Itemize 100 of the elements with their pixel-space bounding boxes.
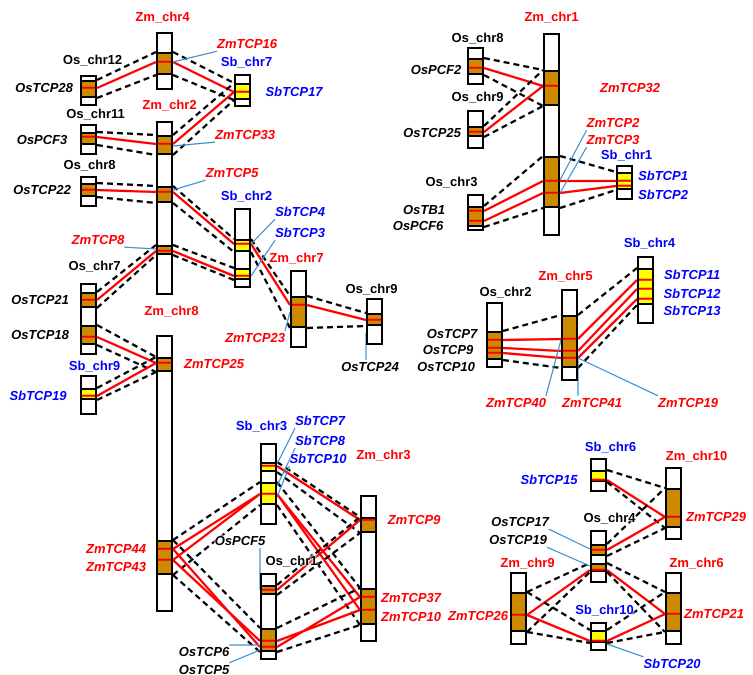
synteny-line (96, 370, 156, 402)
gene-label: OsTCP28 (15, 80, 73, 96)
synteny-line (606, 562, 666, 594)
leader-line (229, 644, 260, 646)
synteny-line (606, 571, 666, 633)
synteny-line (276, 596, 361, 648)
synteny-line (606, 487, 666, 545)
chromosome-label: Zm_chr1 (524, 9, 579, 24)
chromosome-label: Os_chr9 (345, 281, 398, 296)
gene-label: SbTCP7 (295, 414, 345, 428)
gene-label: ZmTCP3 (586, 132, 640, 148)
leader-line (229, 649, 260, 664)
chromosome-label: Zm_chr2 (142, 97, 197, 112)
synteny-line (172, 244, 234, 270)
leader-line (559, 146, 588, 194)
synteny-line (172, 74, 234, 102)
gene-label: ZmTCP26 (448, 608, 508, 624)
leader-line (284, 312, 291, 331)
synteny-line (172, 202, 235, 253)
synteny-line (172, 493, 261, 561)
synteny-line (96, 356, 157, 390)
synteny-line (606, 526, 666, 558)
chromosome-label: Os_chr8 (451, 30, 504, 45)
leader-line (276, 466, 290, 498)
synteny-line (483, 85, 544, 133)
chromosome-label: Os_chr3 (425, 174, 478, 189)
gene-label: SbTCP13 (663, 304, 721, 318)
gene-label: OsTCP10 (417, 360, 475, 374)
gene-label: OsPCF2 (410, 62, 462, 78)
gene-label: ZmTCP8 (72, 232, 124, 248)
gene-label: SbTCP17 (265, 84, 323, 100)
synteny-line (96, 344, 156, 374)
synteny-line (484, 192, 544, 222)
leader-line (250, 218, 276, 244)
leader-line (172, 180, 206, 191)
gene-label: ZmTCP41 (562, 396, 622, 410)
synteny-line (276, 504, 361, 626)
chromosome-label: Zm_chr6 (669, 555, 724, 570)
synteny-line (172, 254, 234, 282)
gene-label: SbTCP8 (295, 434, 345, 448)
gene-label: ZmTCP23 (225, 330, 285, 346)
gene-label: SbTCP11 (664, 268, 720, 282)
synteny-line (96, 74, 156, 100)
synteny-line (172, 91, 235, 145)
synteny-line (606, 479, 666, 518)
synteny-line (172, 574, 261, 653)
gene-label: ZmTCP16 (217, 36, 277, 52)
synteny-line (483, 155, 544, 207)
chromosome-label: Os_chr8 (63, 157, 116, 172)
gene-label: OsPCF6 (392, 218, 444, 234)
chromosome-label: Zm_chr8 (144, 303, 199, 318)
gene-label: ZmTCP19 (658, 396, 718, 410)
gene-label: OsTCP7 (426, 326, 478, 342)
chromosome-label: Sb_chr1 (600, 147, 652, 162)
synteny-line (306, 304, 366, 322)
chromosome-label: Sb_chr6 (584, 439, 636, 454)
synteny-line (276, 608, 360, 642)
synteny-line (484, 66, 544, 88)
synteny-line (96, 244, 157, 293)
synteny-line (172, 185, 235, 240)
chromosome-label: Zm_chr10 (666, 448, 728, 463)
gene-label: ZmTCP33 (215, 128, 275, 142)
leader-line (559, 130, 588, 180)
chromosome-label: Zm_chr3 (356, 447, 411, 462)
leader-line (548, 528, 590, 550)
synteny-line (526, 569, 591, 616)
synteny-line (172, 82, 235, 136)
gene-label: OsTCP21 (11, 292, 69, 308)
gene-label: ZmTCP44 (86, 542, 146, 556)
gene-label: SbTCP1 (638, 168, 688, 184)
gene-label: SbTCP10 (289, 452, 347, 466)
synteny-line (606, 481, 666, 529)
gene-label: ZmTCP25 (184, 356, 244, 372)
leader-line (276, 428, 296, 464)
synteny-line (306, 294, 366, 314)
leader-line (172, 142, 216, 147)
leader-line (365, 333, 367, 360)
chromosome-label: Sb_chr10 (575, 602, 634, 617)
synteny-line (172, 191, 235, 245)
synteny-line (172, 493, 261, 550)
gene-label: OsTCP9 (422, 342, 474, 358)
gene-label: ZmTCP5 (206, 166, 258, 180)
synteny-line (96, 324, 157, 358)
synteny-line (526, 630, 590, 644)
synteny-line (502, 346, 562, 352)
synteny-line (172, 548, 261, 648)
synteny-line (172, 99, 235, 156)
synteny-line (606, 468, 666, 490)
synteny-line (96, 136, 156, 146)
leader-line (172, 50, 218, 63)
gene-label: OsTCP5 (178, 662, 230, 675)
synteny-line (484, 206, 544, 228)
synteny-line (606, 612, 666, 642)
synteny-line (172, 60, 234, 94)
synteny-line (96, 60, 156, 90)
synteny-line (560, 184, 616, 194)
chromosome-label: Sb_chr4 (624, 235, 676, 250)
gene-label: ZmTCP10 (381, 610, 441, 624)
synteny-line (250, 243, 291, 306)
gene-label: ZmTCP21 (684, 606, 744, 622)
